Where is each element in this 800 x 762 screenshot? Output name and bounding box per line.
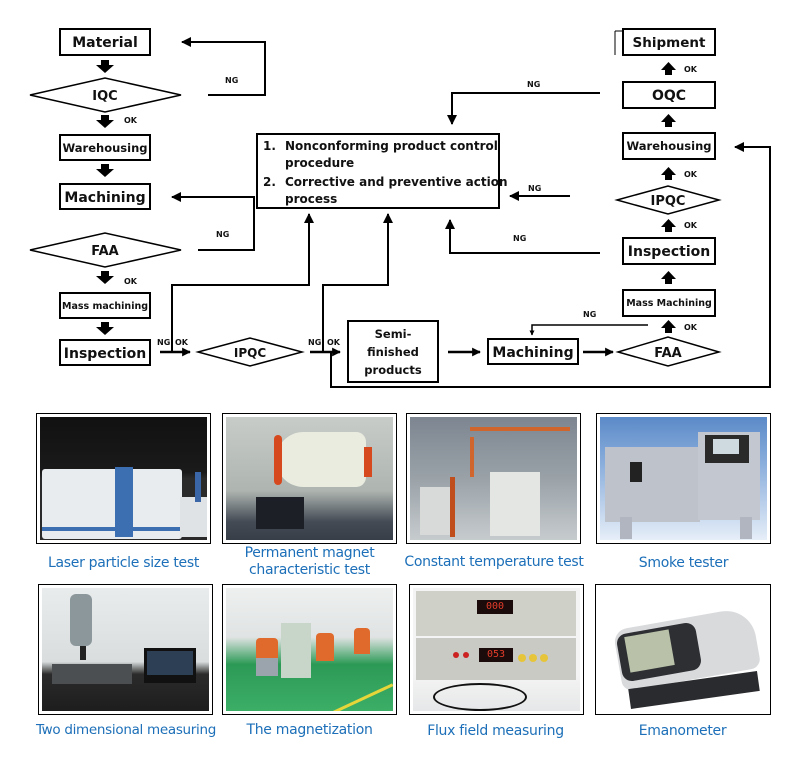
warehousing-box-left: [59, 134, 151, 161]
warehousing-label-left: Warehousing: [63, 141, 148, 155]
procedure-item-1-line2: procedure: [285, 156, 354, 170]
machining-box-center: [487, 338, 579, 365]
magnetization-lab-photo: [222, 584, 397, 715]
top-display-reading: 000: [477, 600, 513, 614]
inspection-right-ng-line: [445, 219, 600, 254]
procedure-item-1-num: 1.: [263, 139, 276, 153]
warehousing-box-right: [622, 132, 716, 160]
semi-finished-box: [347, 320, 439, 383]
ng-label: NG: [527, 80, 540, 89]
semi-finished-line1: Semi-: [375, 327, 412, 341]
shipment-label: Shipment: [633, 35, 706, 51]
ng-label: NG: [583, 310, 596, 319]
ok-label: OK: [684, 323, 698, 332]
inspection-ng-to-procedure: [171, 213, 314, 352]
magnet-test-machine-photo: [222, 413, 397, 544]
procedure-box: [256, 133, 500, 209]
iqc-ng-line: [181, 37, 266, 96]
inspection-label-left: Inspection: [64, 346, 146, 362]
colorimeter-photo: [595, 584, 771, 715]
ipqc-label-right: IPQC: [651, 194, 686, 209]
material-box: [59, 28, 151, 56]
caption-the-magnetization: The magnetization: [246, 722, 373, 738]
ipqc-label-center: IPQC: [234, 346, 266, 360]
oqc-ng-line: [447, 92, 600, 125]
caption-line-1: Permanent magnet: [244, 545, 375, 561]
ipqc-diamond-right: [614, 185, 722, 215]
up-arrows-right: [661, 62, 676, 333]
oqc-label: OQC: [652, 88, 686, 104]
caption-line-2: characteristic test: [249, 562, 370, 578]
caption-flux-field-measuring: Flux field measuring: [427, 723, 564, 739]
constant-temperature-equipment-photo: [406, 413, 581, 544]
ng-label: NG: [225, 76, 238, 85]
laser-particle-analyzer-photo: [36, 413, 211, 544]
inspection-box-right: [622, 237, 716, 265]
caption-two-dimensional-measuring: Two dimensional measuring: [35, 722, 217, 738]
inspection-label-right: Inspection: [628, 244, 710, 260]
faa-diamond-left: [29, 232, 182, 268]
procedure-item-2-line2: process: [285, 192, 337, 206]
faa-diamond-right: [615, 336, 722, 367]
mass-machining-box-left: [59, 292, 151, 319]
caption-constant-temperature-test: Constant temperature test: [404, 554, 584, 570]
caption-laser-particle-size-test: Laser particle size test: [47, 555, 200, 571]
semi-finished-line3: products: [364, 363, 422, 377]
caption-smoke-tester: Smoke tester: [638, 555, 729, 571]
warehousing-label-right: Warehousing: [627, 139, 712, 153]
machining-label-left: Machining: [64, 190, 145, 206]
bottom-display-reading: 053: [479, 648, 513, 662]
flux-meter-photo: 000 053: [409, 584, 584, 715]
caption-permanent-magnet-characteristic-test: Permanent magnet characteristic test: [212, 545, 407, 579]
ok-label: OK: [175, 338, 189, 347]
inspection-box-left: [59, 339, 151, 366]
ng-label: NG: [157, 338, 170, 347]
2d-measuring-machine-photo: [38, 584, 213, 715]
procedure-item-2-line1: Corrective and preventive action: [285, 175, 508, 189]
procedure-item-1-line1: Nonconforming product control: [285, 139, 498, 153]
oqc-box: [622, 81, 716, 109]
ng-label: NG: [216, 230, 229, 239]
down-arrows-left: [96, 60, 114, 335]
faa-ng-line-left: [171, 192, 255, 251]
mass-machining-label-right: Mass Machining: [626, 298, 712, 309]
semi-finished-line2: finished: [367, 345, 419, 359]
smoke-tester-photo: [596, 413, 771, 544]
material-label: Material: [72, 35, 138, 51]
ok-label: OK: [684, 221, 698, 230]
faa-label-right: FAA: [654, 346, 682, 361]
ok-label: OK: [124, 116, 138, 125]
ng-label: NG: [308, 338, 321, 347]
ipqc-ok-to-warehousing-line: [330, 142, 771, 388]
ok-label: OK: [684, 170, 698, 179]
mass-machining-box-right: [622, 289, 716, 317]
ok-label: OK: [124, 277, 138, 286]
ng-label: NG: [528, 184, 541, 193]
faa-label-left: FAA: [91, 244, 119, 259]
shipment-box: [622, 28, 716, 56]
caption-emanometer: Emanometer: [638, 723, 727, 739]
iqc-label: IQC: [92, 89, 117, 104]
quality-control-flowchart: Material IQC Warehousing Machining FAA M…: [29, 28, 771, 388]
ipqc-ng-to-procedure: [322, 213, 393, 352]
procedure-item-2-num: 2.: [263, 175, 276, 189]
mass-machining-label-left: Mass machining: [62, 301, 148, 312]
machining-box-left: [59, 183, 151, 210]
faa-ng-line-right: [529, 324, 648, 336]
ok-label: OK: [327, 338, 341, 347]
iqc-diamond: [29, 77, 182, 113]
ng-label: NG: [513, 234, 526, 243]
ok-label: OK: [684, 65, 698, 74]
ipqc-diamond-center: [195, 337, 305, 367]
machining-label-center: Machining: [492, 345, 573, 361]
